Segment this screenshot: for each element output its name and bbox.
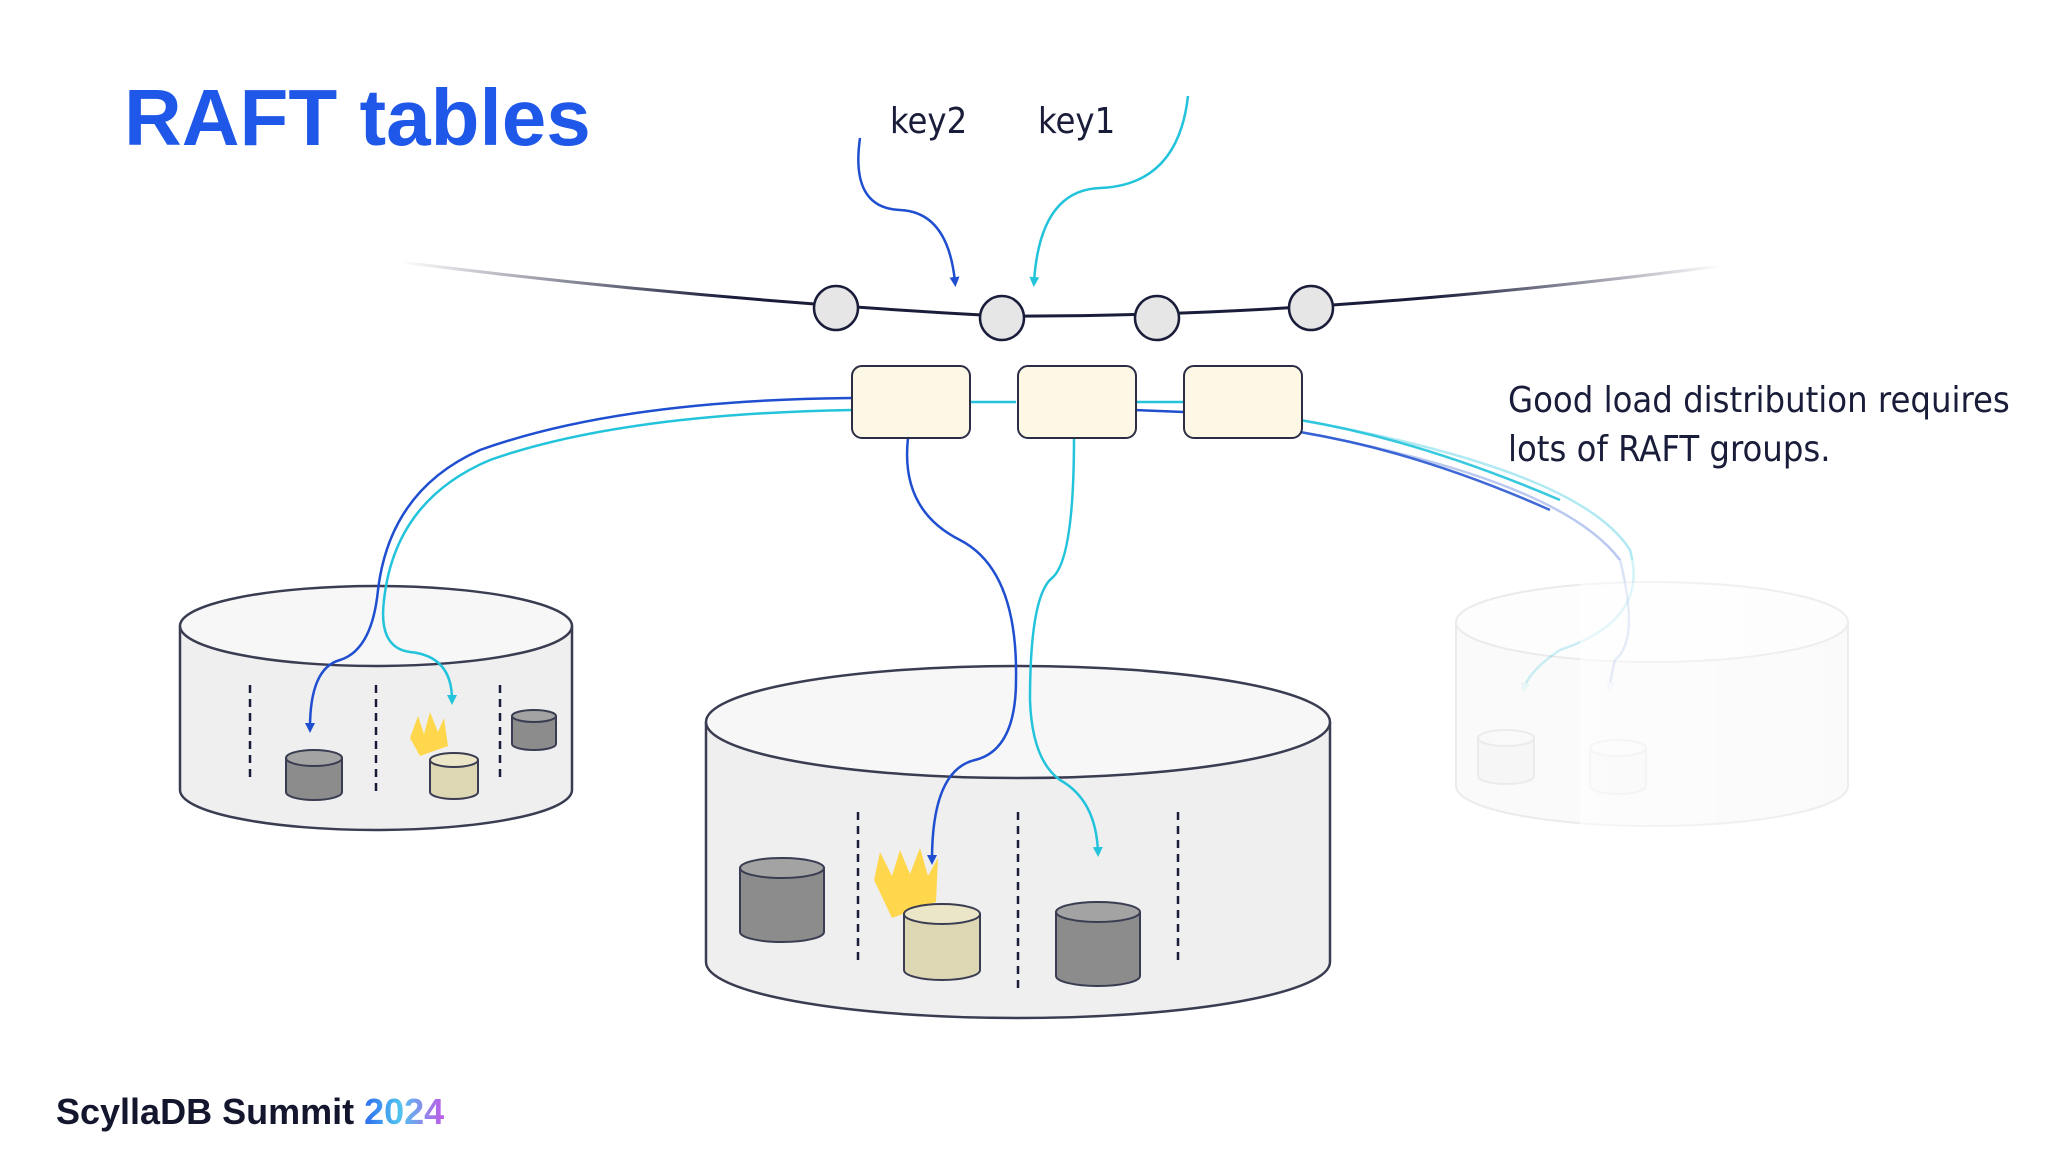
key2-label: key2 xyxy=(890,101,968,142)
db-node-center xyxy=(704,664,1332,1020)
raft-link-center-blue xyxy=(905,437,1018,865)
key1-label: key1 xyxy=(1038,101,1116,142)
token-node xyxy=(812,284,860,332)
token-node xyxy=(1287,284,1335,332)
token-node xyxy=(1133,294,1181,342)
replica-gray xyxy=(1477,729,1535,785)
raft-group-box xyxy=(1183,365,1303,439)
db-node-left xyxy=(178,584,574,832)
footer-brand-name: ScyllaDB Summit xyxy=(56,1091,355,1132)
crown-icon xyxy=(410,712,448,756)
key1-path xyxy=(1029,95,1190,287)
footer-brand-year: 2024 xyxy=(364,1091,445,1132)
token-nodes xyxy=(812,284,1335,342)
replica-gray xyxy=(1055,901,1141,987)
replica-gray xyxy=(739,857,825,943)
replica-leader xyxy=(429,752,479,800)
slide-title: RAFT tables xyxy=(124,73,591,162)
key2-path xyxy=(857,137,960,287)
crown-icon xyxy=(874,848,938,918)
raft-link-left-cyan xyxy=(381,408,853,705)
raft-group-box xyxy=(851,365,971,439)
raft-link-right-cyan-near xyxy=(1299,418,1561,502)
token-ring-line xyxy=(399,260,1721,318)
raft-link-right-blue-near xyxy=(1299,430,1551,512)
note-text: Good load distribution requires lots of … xyxy=(1508,380,2010,470)
replica-gray xyxy=(285,749,343,801)
raft-link-center-cyan xyxy=(1028,437,1103,857)
group-connector xyxy=(1133,408,1185,414)
footer-brand: ScyllaDB Summit 2024 xyxy=(56,1094,444,1130)
replica-gray xyxy=(511,709,557,751)
raft-link-right-cyan xyxy=(1299,418,1635,693)
fade-overlay xyxy=(1580,560,1900,860)
token-node xyxy=(978,294,1026,342)
raft-group-box xyxy=(1017,365,1137,439)
replica-leader xyxy=(903,903,981,981)
raft-link-left-blue xyxy=(305,396,853,733)
